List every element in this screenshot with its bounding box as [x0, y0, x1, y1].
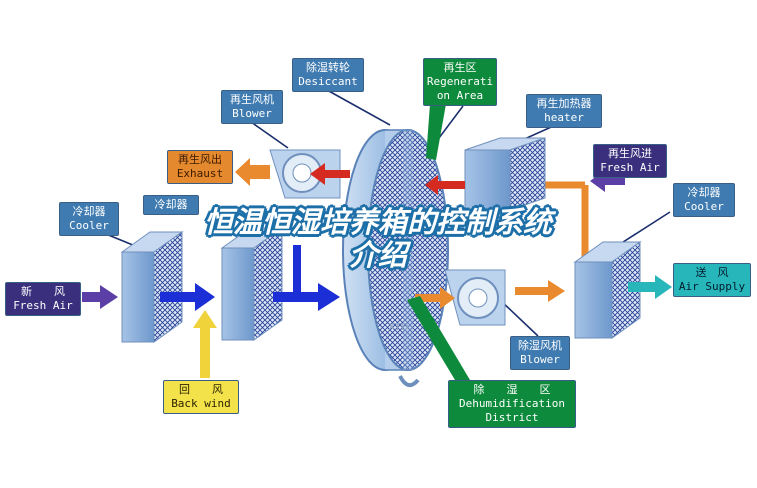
watermark: XTD [388, 322, 409, 333]
cooler-right-label-en: Cooler [684, 200, 724, 213]
regen-blower-fan [269, 149, 341, 199]
air-supply-label-zh: 送 风 [695, 266, 729, 279]
cooler-left-label-en: Cooler [69, 219, 109, 232]
fresh-air-label: 新 风 Fresh Air [5, 282, 81, 316]
regen-exhaust-label: 再生风出 Exhaust [167, 150, 233, 184]
desiccant-label: 除湿转轮 Desiccant [292, 58, 364, 92]
cooler-left2-label: 冷却器 [143, 195, 199, 215]
dehum-blower-label-zh: 除湿风机 [518, 339, 562, 352]
regen-exhaust-label-en: Exhaust [176, 167, 224, 180]
cooler-unit-2 [220, 227, 284, 341]
cooler-unit-right [573, 241, 642, 339]
regen-heater-label-en: heater [544, 111, 584, 124]
pointer-lines [100, 89, 671, 337]
dehum-blower-label: 除湿风机 Blower [510, 336, 570, 370]
fresh-air-label-zh: 新 风 [21, 285, 65, 298]
regen-area-label-zh: 再生区 [443, 61, 477, 74]
page-title-line2: 介绍 [348, 238, 407, 272]
regen-area-label: 再生区 Regenerati on Area [423, 58, 497, 106]
cooler-right-label-zh: 冷却器 [687, 186, 721, 199]
regen-area-label-en2: on Area [436, 89, 484, 102]
cooler-left-label: 冷却器 Cooler [59, 202, 119, 236]
cooler-unit-1 [120, 231, 184, 343]
dehum-blower-fan [444, 269, 506, 326]
fresh-air-label-en: Fresh Air [13, 299, 73, 312]
regen-area-pointer [426, 104, 446, 160]
dehum-blower-label-en: Blower [520, 353, 560, 366]
regen-fresh-air-label-en: Fresh Air [600, 161, 660, 174]
regen-exhaust-label-zh: 再生风出 [178, 153, 222, 166]
regen-heater-label: 再生加热器 heater [526, 94, 602, 128]
regen-blower-label: 再生风机 Blower [221, 90, 283, 124]
dehum-district-label-zh: 除 湿 区 [473, 383, 551, 396]
regen-fresh-air-label-zh: 再生风进 [608, 147, 652, 160]
cooler-right-label: 冷却器 Cooler [673, 183, 735, 217]
page-title: 恒温恒湿培养箱的控制系统 介绍 [108, 206, 648, 272]
regen-blower-label-zh: 再生风机 [230, 93, 274, 106]
cooler-left-label-zh: 冷却器 [72, 205, 106, 218]
regen-blower-label-en: Blower [232, 107, 272, 120]
regen-heater-label-zh: 再生加热器 [536, 97, 592, 110]
red-flow-arrows [310, 163, 465, 195]
regen-heater-box [464, 137, 546, 211]
air-supply-arrow [628, 275, 672, 299]
desiccant-label-zh: 除湿转轮 [306, 61, 350, 74]
back-wind-arrow [193, 310, 217, 378]
dehum-district-label: 除 湿 区 Dehumidification District [448, 380, 576, 428]
dehum-district-label-en1: Dehumidification [459, 397, 565, 410]
regen-area-label-en1: Regenerati [426, 75, 494, 88]
air-supply-label: 送 风 Air Supply [673, 263, 751, 297]
dehum-flow-arrows [415, 280, 565, 309]
dehum-district-label-en2: District [485, 411, 539, 424]
page-title-line1: 恒温恒湿培养箱的控制系统 [203, 205, 552, 239]
cooler-left2-label-zh: 冷却器 [154, 198, 188, 211]
exhaust-arrow [235, 158, 270, 186]
air-supply-label-en: Air Supply [678, 280, 746, 293]
blue-flow-arrows [160, 245, 340, 311]
regen-fresh-air-label: 再生风进 Fresh Air [593, 144, 667, 178]
back-wind-label: 回 风 Back wind [163, 380, 239, 414]
back-wind-label-en: Back wind [171, 397, 231, 410]
desiccant-label-en: Desiccant [298, 75, 358, 88]
dehum-district-pointer [407, 296, 470, 385]
back-wind-label-zh: 回 风 [179, 383, 223, 396]
